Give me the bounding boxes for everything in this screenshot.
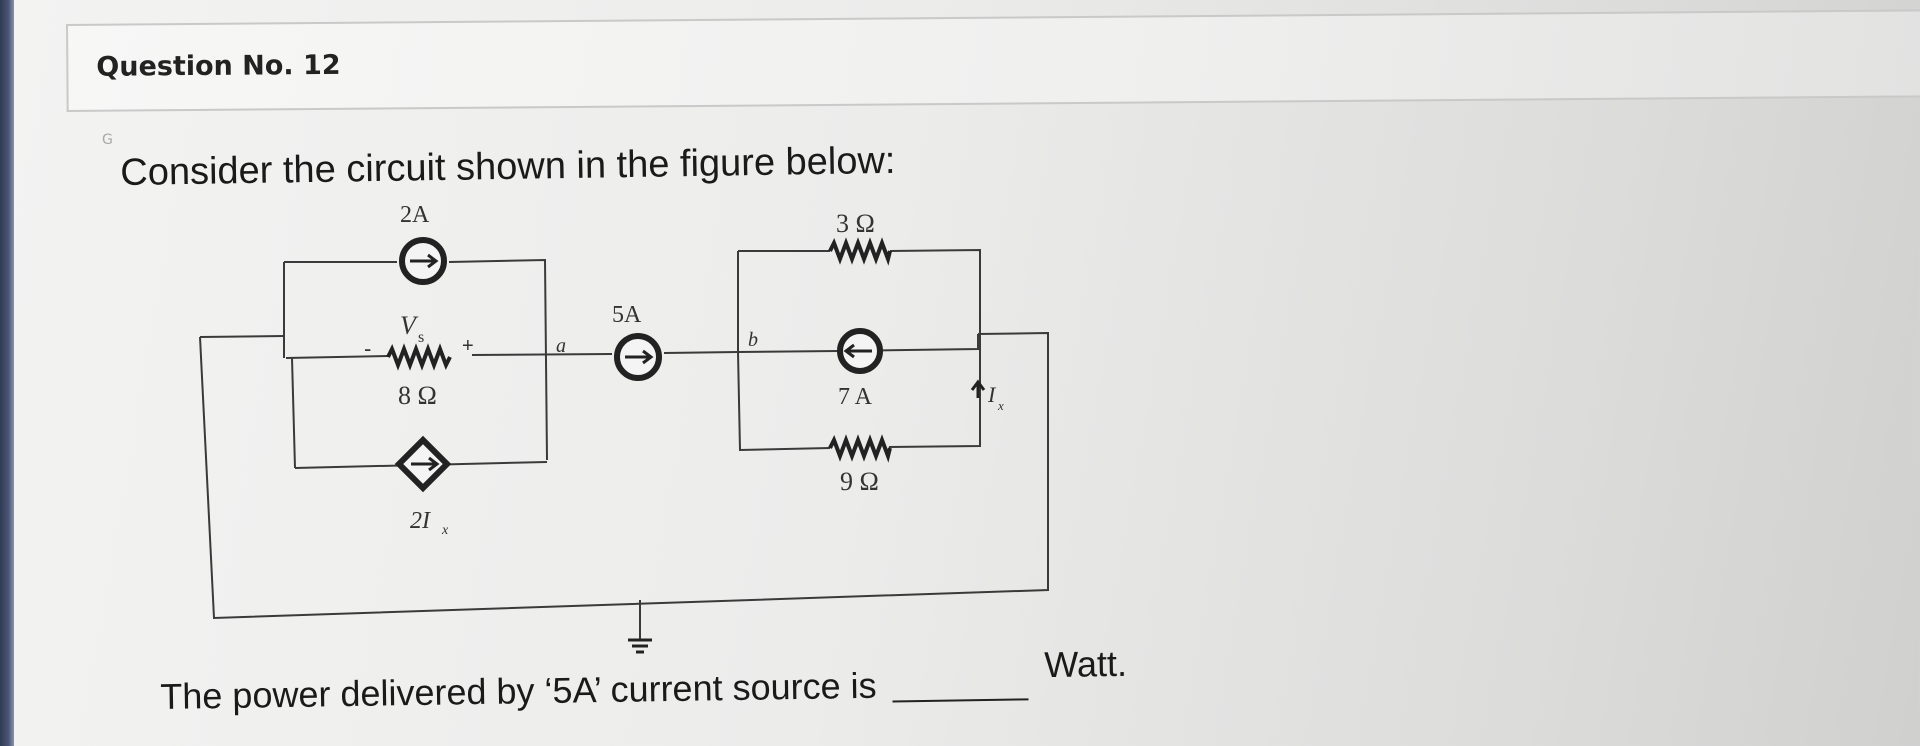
label-dependent-source: 2I bbox=[410, 508, 431, 534]
label-2a: 2A bbox=[400, 202, 430, 228]
resistor-9-ohm bbox=[828, 434, 892, 463]
label-node-a: a bbox=[556, 335, 566, 357]
label-ix-sub: x bbox=[997, 398, 1004, 413]
label-9-ohm: 9 Ω bbox=[840, 467, 879, 496]
label-7a: 7 A bbox=[838, 384, 873, 410]
resistor-8-ohm bbox=[386, 343, 452, 371]
answer-unit: Watt. bbox=[1043, 642, 1128, 686]
screen-edge bbox=[0, 0, 14, 746]
current-source-7a bbox=[837, 328, 883, 374]
label-vs-sub: s bbox=[418, 329, 424, 346]
label-5a: 5A bbox=[612, 302, 642, 328]
label-dependent-source-sub: x bbox=[441, 523, 449, 538]
current-source-5a bbox=[614, 333, 662, 381]
dependent-current-source bbox=[394, 435, 452, 493]
label-ix: I bbox=[987, 382, 997, 407]
label-plus: + bbox=[462, 335, 474, 357]
question-marker-icon: G bbox=[102, 132, 113, 148]
current-source-2a bbox=[399, 237, 447, 285]
resistor-3-ohm bbox=[828, 237, 892, 266]
label-8-ohm: 8 Ω bbox=[398, 381, 437, 410]
label-node-b: b bbox=[748, 329, 758, 351]
ix-arrow-icon bbox=[970, 379, 986, 398]
label-3-ohm: 3 Ω bbox=[836, 209, 875, 238]
answer-blank[interactable] bbox=[892, 664, 1029, 703]
ground-icon bbox=[628, 638, 652, 654]
label-vs: V bbox=[400, 311, 419, 340]
label-minus: - bbox=[364, 336, 371, 361]
